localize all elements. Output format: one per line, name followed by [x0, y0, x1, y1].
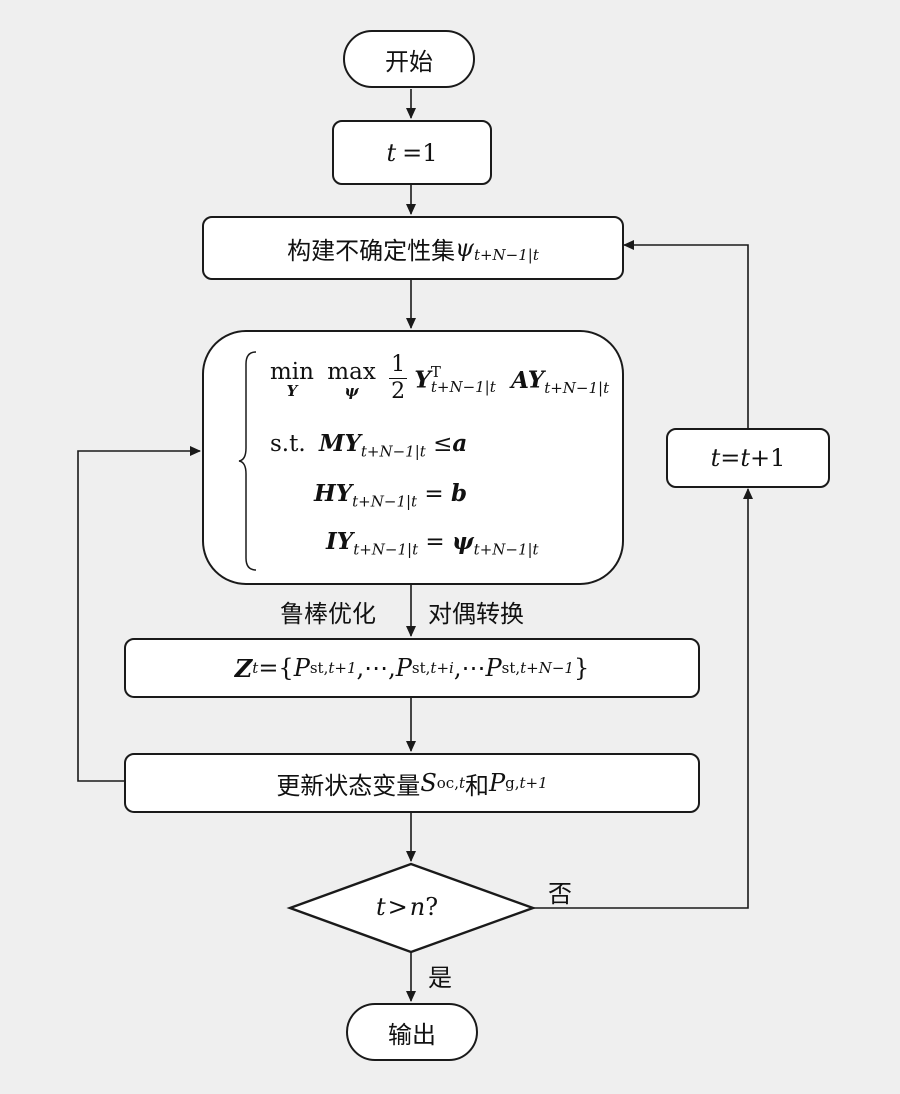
end-label: 输出 [388, 1020, 436, 1049]
start-label: 开始 [385, 47, 433, 76]
obj-y-sub: t+N−1|t [430, 377, 496, 396]
init-var: t [386, 138, 397, 167]
update-p-sub-rm: g, [505, 774, 520, 792]
init-op: = [402, 138, 423, 167]
yes-label: 是 [428, 964, 452, 992]
c3-y: Y [336, 528, 354, 555]
end-node: 输出 [346, 1003, 478, 1061]
c2-h: H [314, 480, 336, 507]
obj-y2-sub: t+N−1|t [544, 379, 610, 398]
c3-rhs: ψ [452, 528, 474, 555]
c3-i: I [326, 528, 337, 555]
obj-transpose: T [430, 362, 441, 381]
constraint-row-3: IYt+N−1|t = ψt+N−1|t [326, 528, 539, 559]
c1-rhs: a [452, 430, 468, 457]
z-sep2: ,⋯ [453, 654, 486, 682]
z-close: } [573, 654, 590, 682]
build-psi-sub: t+N−1|t [473, 246, 539, 264]
no-label: 否 [548, 880, 572, 908]
arrow-decision-no-to-incr [533, 488, 753, 909]
c1-op: ≤ [433, 431, 453, 457]
constraint-row-2: HYt+N−1|t = b [314, 480, 467, 511]
p3: P [485, 654, 502, 682]
c2-op: = [424, 481, 444, 507]
obj-y: Y [414, 366, 431, 394]
c2-sub: t+N−1|t [352, 492, 418, 511]
p2-sub-it: t+i [430, 659, 454, 677]
p1: P [293, 654, 310, 682]
c1-m: M [318, 430, 345, 457]
z-sub: t [252, 659, 259, 677]
z-symbol: Z [234, 653, 253, 683]
init-val: 1 [422, 138, 438, 167]
init-node: t = 1 [332, 120, 492, 185]
c1-y: Y [344, 430, 361, 457]
update-s: S [420, 769, 437, 797]
c3-sub: t+N−1|t [353, 540, 419, 559]
z-sep1: ,⋯, [356, 654, 396, 682]
p1-sub-it: t+1 [328, 659, 357, 677]
build-label: 构建不确定性集 [287, 236, 456, 265]
decision-text: t>n? [376, 893, 439, 921]
update-s-sub-it: t [458, 774, 465, 792]
dual-transform-label: 对偶转换 [428, 600, 524, 628]
c2-rhs: b [450, 480, 468, 507]
p3-sub-it: t+N−1 [520, 659, 574, 677]
increment-node: t=t+1 [666, 428, 830, 488]
constraint-brace [238, 351, 257, 571]
arrow-incr-to-build [623, 240, 749, 428]
c2-y: Y [335, 480, 353, 507]
update-and: 和 [465, 771, 489, 800]
start-node: 开始 [343, 30, 475, 88]
p1-sub-rm: st, [309, 659, 329, 677]
st-label: s.t. [270, 431, 306, 457]
p3-sub-rm: st, [501, 659, 521, 677]
c3-op: = [425, 529, 445, 555]
obj-a: A [511, 366, 528, 394]
obj-y2: Y [527, 366, 545, 394]
build-psi: ψ [455, 234, 474, 262]
robust-opt-label: 鲁棒优化 [280, 600, 376, 628]
z-eq: ={ [258, 654, 294, 682]
update-s-sub-rm: oc, [436, 774, 459, 792]
p2: P [395, 654, 412, 682]
decision-diamond [286, 862, 537, 954]
constraint-row-1: s.t. MYt+N−1|t ≤a [270, 430, 467, 461]
update-p-sub-it: t+1 [519, 774, 548, 792]
update-p: P [489, 769, 506, 797]
p2-sub-rm: st, [411, 659, 431, 677]
arrow-update-loop-to-opt [77, 446, 201, 782]
c3-rhs-sub: t+N−1|t [473, 540, 539, 559]
update-label: 更新状态变量 [276, 771, 421, 800]
c1-sub: t+N−1|t [360, 442, 426, 461]
